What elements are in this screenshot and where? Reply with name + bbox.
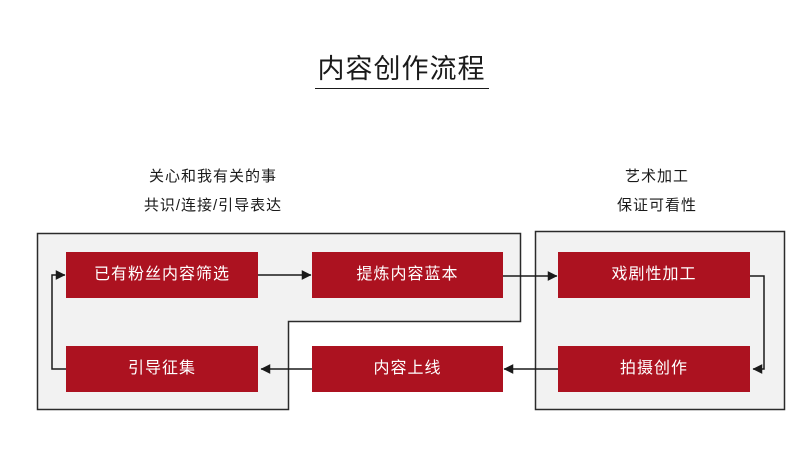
node-content-launch: 内容上线 <box>312 346 503 392</box>
node-dramatic-processing: 戏剧性加工 <box>558 252 750 298</box>
left-group-note-line2: 共识/连接/引导表达 <box>143 197 283 214</box>
left-group-note-line1: 关心和我有关的事 <box>148 168 277 185</box>
node-refine-content-blueprint: 提炼内容蓝本 <box>312 252 503 298</box>
node-shooting-creation: 拍摄创作 <box>558 346 750 392</box>
node-existing-fan-content-screening: 已有粉丝内容筛选 <box>66 252 258 298</box>
connector-dramatic-to-shooting <box>750 275 765 374</box>
title-row: 内容创作流程 <box>0 54 803 90</box>
node-guided-collection: 引导征集 <box>66 346 258 392</box>
right-group-note-line2: 保证可看性 <box>616 197 697 214</box>
page-title: 内容创作流程 <box>314 54 489 90</box>
right-group-note-line1: 艺术加工 <box>624 168 689 185</box>
connector-collection-loop-to-screening <box>51 270 66 370</box>
